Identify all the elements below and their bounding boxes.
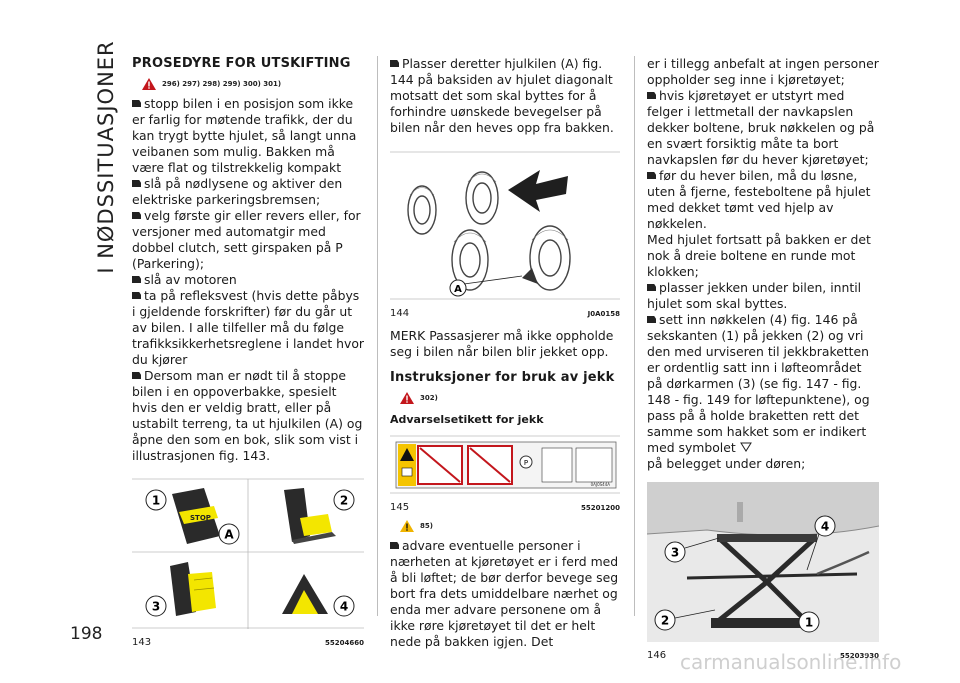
arrow-icon: [508, 170, 568, 212]
figure-143: STOP 1 A 2 3: [132, 474, 364, 651]
side-section-title: I NØDSSITUASJONER: [94, 40, 118, 274]
figure-number: 146: [647, 650, 667, 661]
bullet-icon: [132, 292, 141, 299]
figure-145: P 0AJ0S44A 145 55201200: [390, 434, 620, 516]
figure-code: 55204660: [325, 639, 364, 647]
figure-146: 3 4 2 1 146 55203930: [646, 482, 880, 664]
bullet-icon: [647, 284, 656, 291]
list-item: ta på refleksvest (hvis dette påbys i gj…: [132, 288, 365, 367]
list-item: Dersom man er nødt til å stoppe bilen i …: [132, 368, 363, 463]
figure-code: 55201200: [581, 504, 620, 512]
bullet-icon: [390, 542, 399, 549]
figure-caption: 143 55204660: [132, 635, 364, 651]
warning-triangle-icon: [400, 392, 414, 404]
svg-text:2: 2: [340, 494, 348, 508]
svg-text:1: 1: [152, 494, 160, 508]
figure-caption: 144 J0A0158: [390, 306, 620, 322]
bullet-icon: [132, 100, 141, 107]
bullet-icon: [647, 316, 656, 323]
list-item: velg første gir eller revers eller, for …: [132, 208, 361, 271]
list-item: slå av motoren: [132, 272, 364, 288]
warning-triangle-icon: [142, 78, 156, 90]
column-1: PROSEDYRE FOR UTSKIFTING 296) 297) 298) …: [132, 56, 364, 651]
bullet-icon: [132, 276, 141, 283]
column-divider: [377, 56, 378, 616]
warning-row: 302): [400, 390, 620, 406]
svg-text:4: 4: [340, 600, 348, 614]
caution-triangle-icon: [400, 520, 414, 532]
svg-text:3: 3: [671, 546, 679, 560]
list-item: Plasser deretter hjulkilen (A) fig. 144 …: [390, 56, 614, 135]
chock-unfolded: [170, 562, 216, 616]
svg-text:A: A: [454, 284, 462, 295]
svg-text:P: P: [524, 459, 528, 467]
wheel-chock-placement-illustration: A: [390, 151, 620, 300]
chock-folded: STOP: [172, 488, 220, 544]
svg-text:1: 1: [805, 616, 813, 630]
list-item: plasser jekken under bilen, inntil hjule…: [647, 280, 862, 311]
watermark: carmanualsonline.info: [680, 650, 902, 674]
section-title: Instruksjoner for bruk av jekk: [390, 370, 615, 385]
sub-heading: Advarselsetikett for jekk: [390, 413, 544, 426]
page-number: 198: [70, 624, 103, 644]
svg-text:3: 3: [152, 600, 160, 614]
bullet-icon: [132, 212, 141, 219]
bullet-icon: [390, 60, 399, 67]
jack-positioning-illustration: 3 4 2 1: [646, 482, 880, 642]
warning-references: 302): [420, 394, 438, 402]
bullet-icon: [132, 180, 141, 187]
svg-text:0AJ0S44A: 0AJ0S44A: [591, 482, 611, 487]
svg-text:4: 4: [821, 520, 829, 534]
figure-144: A 144 J0A0158: [390, 150, 620, 322]
list-item: sett inn nøkkelen (4) fig. 146 på sekska…: [647, 312, 870, 455]
section-title: PROSEDYRE FOR UTSKIFTING: [132, 56, 351, 71]
list-item: hvis kjøretøyet er utstyrt med felger i …: [647, 88, 875, 167]
chock-opening: [284, 488, 336, 544]
list-item: advare eventuelle personer i nærheten at…: [390, 538, 619, 649]
column-divider: [634, 56, 635, 616]
figure-number: 143: [132, 637, 152, 648]
paragraph: er i tillegg anbefalt at ingen personer …: [647, 56, 879, 87]
bullet-icon: [647, 92, 656, 99]
svg-text:STOP: STOP: [190, 514, 211, 522]
bullet-icon: [647, 172, 656, 179]
figure-number: 144: [390, 308, 410, 319]
caution-row: 85): [400, 518, 620, 534]
paragraph: Med hjulet fortsatt på bakken er det nok…: [647, 232, 871, 279]
svg-text:A: A: [224, 528, 234, 542]
warning-row: 296) 297) 298) 299) 300) 301): [142, 76, 364, 92]
chock-opened: [282, 574, 328, 614]
column-2: Plasser deretter hjulkilen (A) fig. 144 …: [390, 56, 620, 650]
notch-symbol-icon: [739, 442, 752, 452]
wheel-chock-illustration: STOP 1 A 2 3: [132, 474, 364, 629]
svg-text:2: 2: [661, 614, 669, 628]
warning-references: 296) 297) 298) 299) 300) 301): [162, 80, 282, 88]
bullet-icon: [132, 372, 141, 379]
figure-caption: 146 55203930: [647, 648, 879, 664]
list-item: stopp bilen i en posisjon som ikke er fa…: [132, 96, 357, 175]
jack-warning-label-illustration: P 0AJ0S44A: [390, 435, 620, 494]
caution-reference: 85): [420, 522, 433, 530]
list-item: slå på nødlysene og aktiver den elektris…: [132, 176, 343, 207]
list-item: før du hever bilen, må du løsne, uten å …: [647, 168, 871, 231]
figure-code: J0A0158: [587, 310, 620, 318]
figure-code: 55203930: [840, 652, 879, 660]
figure-caption: 145 55201200: [390, 500, 620, 516]
note-paragraph: MERK Passasjerer må ikke oppholde seg i …: [390, 328, 614, 359]
column-3: er i tillegg anbefalt at ingen personer …: [646, 56, 880, 664]
paragraph: på belegget under døren;: [647, 456, 806, 471]
figure-number: 145: [390, 502, 410, 513]
